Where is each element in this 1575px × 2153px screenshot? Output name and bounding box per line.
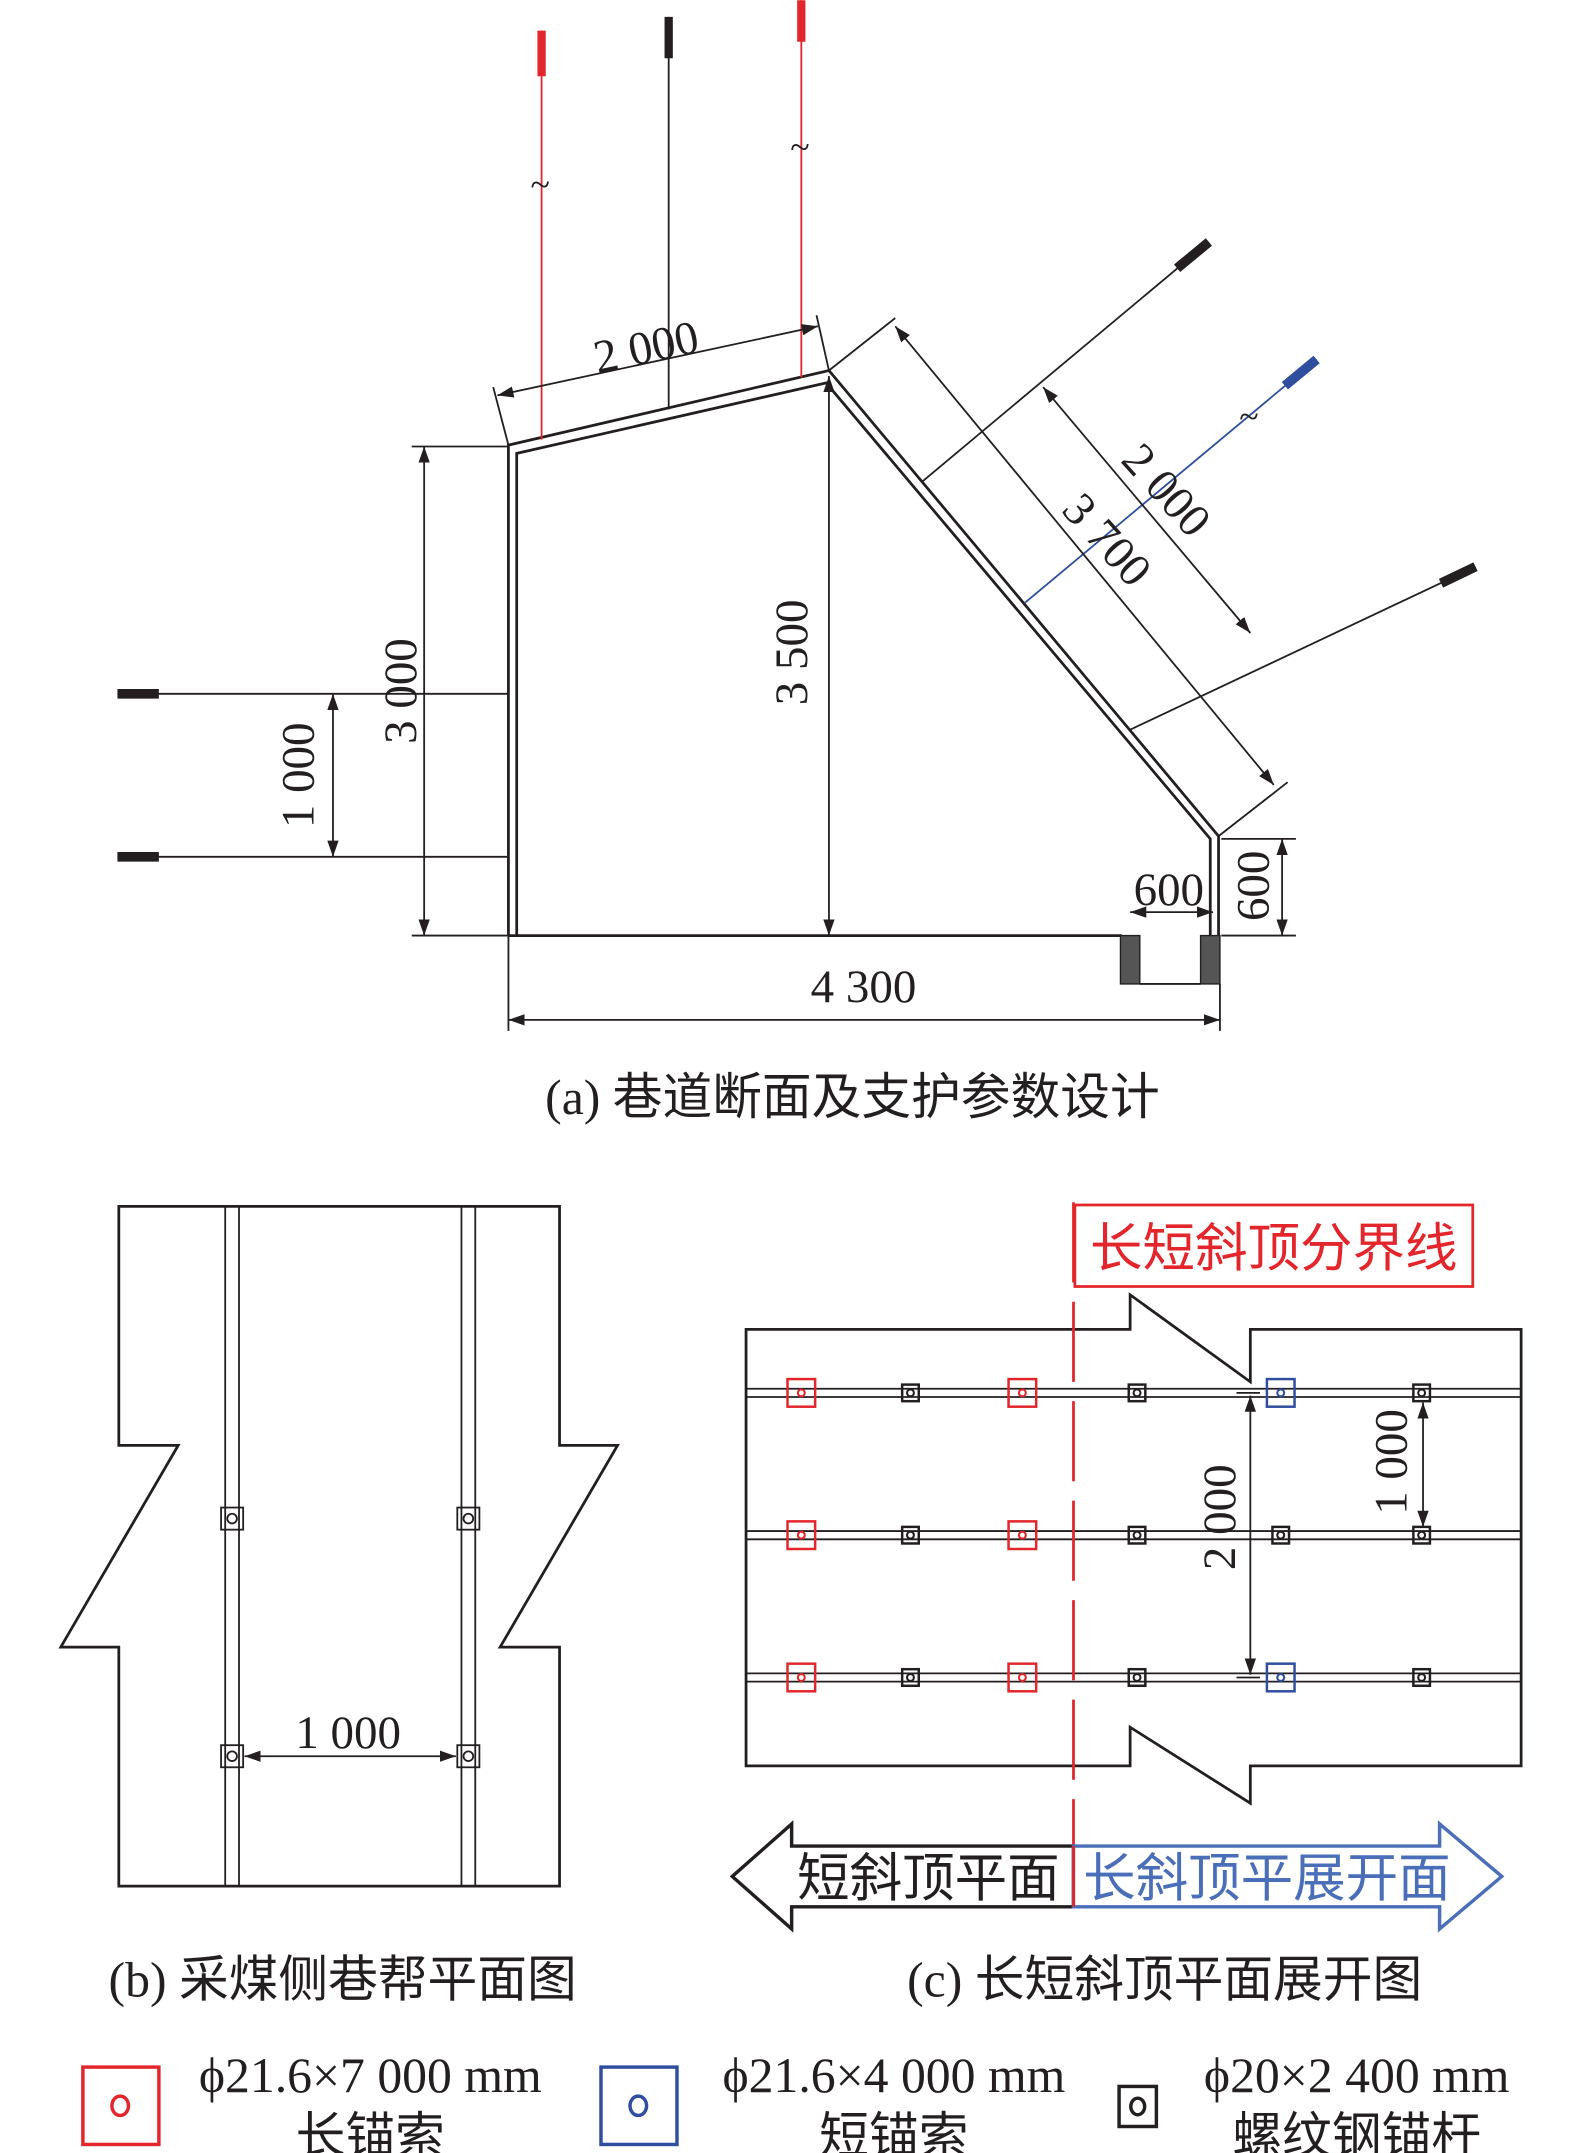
dim-row-spacing-long: 2 000 xyxy=(1194,1391,1260,1679)
caption-b: (b) 采煤侧巷帮平面图 xyxy=(109,1953,577,2008)
bolt-markers xyxy=(220,1506,481,1769)
svg-text:螺纹钢锚杆: 螺纹钢锚杆 xyxy=(1232,2109,1481,2153)
svg-text:2 000: 2 000 xyxy=(589,311,703,384)
coal-side-wall-plan: 1 000 (b) 采煤侧巷帮平面图 xyxy=(58,1204,620,2008)
dim-bottom-offset: 600 600 xyxy=(1130,837,1296,937)
wall-outline xyxy=(58,1204,620,1888)
rebar-bolt-icon xyxy=(1127,1667,1147,1688)
svg-text:2 000: 2 000 xyxy=(1194,1464,1246,1570)
rebar-bolt-icon xyxy=(1127,1525,1147,1545)
short-anchor-cable-icon xyxy=(1265,1662,1296,1693)
dim-slope: 2 000 3 700 xyxy=(828,317,1289,837)
long-anchor-cable-icon xyxy=(786,1377,817,1408)
right-arrow-icon xyxy=(1071,1820,1505,1933)
svg-text:长锚索: 长锚索 xyxy=(296,2109,445,2153)
svg-text:1 000: 1 000 xyxy=(1365,1409,1417,1515)
roadway-cross-section: ~ ~ ~ xyxy=(117,0,1478,1125)
svg-text:3 500: 3 500 xyxy=(766,600,818,706)
steel-strap-rails xyxy=(224,1206,477,1887)
svg-text:1 000: 1 000 xyxy=(273,722,325,828)
long-anchor-cable-icon xyxy=(1007,1377,1038,1408)
boundary-label: 长短斜顶分界线 xyxy=(1090,1220,1458,1278)
dim-row-spacing-bolt: 1 000 xyxy=(1365,1402,1429,1527)
short-slope-label: 短斜顶平面 xyxy=(797,1850,1060,1908)
roof-outline xyxy=(744,1292,1523,1806)
svg-text:ϕ21.6×4 000 mm: ϕ21.6×4 000 mm xyxy=(722,2048,1065,2103)
rebar-bolt-icon xyxy=(900,1667,920,1688)
rebar-bolt-icon xyxy=(1271,1525,1291,1545)
svg-text:4 300: 4 300 xyxy=(811,961,917,1013)
rebar-bolt-icon xyxy=(1127,1383,1147,1403)
short-anchor-cable-icon xyxy=(1265,1377,1296,1408)
section-inner-wall xyxy=(515,381,1212,936)
caption-c: (c) 长短斜顶平面展开图 xyxy=(907,1953,1422,2008)
long-anchor-cable-icon xyxy=(81,2065,161,2147)
floor-pad-left xyxy=(1119,934,1141,985)
dim-floor-width: 4 300 xyxy=(507,935,1221,1031)
slope-bolt-upper xyxy=(922,238,1212,482)
anchor-markers xyxy=(786,1377,1432,1693)
legend-item-rebar-bolt: ϕ20×2 400 mm 螺纹钢锚杆 xyxy=(1117,2048,1510,2153)
short-anchor-cable-icon xyxy=(599,2065,679,2147)
rebar-bolt-icon xyxy=(220,1744,245,1769)
rebar-bolt-icon xyxy=(1412,1667,1432,1688)
svg-text:ϕ21.6×7 000 mm: ϕ21.6×7 000 mm xyxy=(199,2048,542,2103)
break-mark-icon: ~ xyxy=(531,164,550,204)
long-anchor-cable-icon xyxy=(786,1662,817,1693)
boundary-label-box xyxy=(1073,1203,1475,1288)
svg-text:短锚索: 短锚索 xyxy=(819,2109,968,2153)
rebar-bolt-icon xyxy=(220,1506,245,1531)
break-mark-icon: ~ xyxy=(790,127,809,167)
svg-text:600: 600 xyxy=(1134,864,1204,916)
long-anchor-cable-icon xyxy=(1007,1662,1038,1693)
steel-strap-rows xyxy=(746,1387,1522,1683)
legend-item-short-cable: ϕ21.6×4 000 mm 短锚索 xyxy=(599,2048,1065,2153)
section-outer-wall xyxy=(507,368,1220,936)
roof-long-cable-left: ~ xyxy=(531,30,550,440)
legend: ϕ21.6×7 000 mm 长锚索 ϕ21.6×4 000 mm 短锚索 ϕ2… xyxy=(81,2048,1510,2153)
svg-text:ϕ20×2 400 mm: ϕ20×2 400 mm xyxy=(1204,2048,1510,2103)
rebar-bolt-icon xyxy=(1412,1525,1432,1545)
break-mark-icon: ~ xyxy=(1239,397,1258,437)
roof-long-cable-right: ~ xyxy=(790,0,810,378)
roof-unfolded-plan: 长短斜顶分界线 2 000 1 000 短斜顶平面 长斜顶平展开面 (c) 长短… xyxy=(729,1202,1523,2008)
rebar-bolt-icon xyxy=(1117,2084,1159,2129)
long-slope-label: 长斜顶平展开面 xyxy=(1083,1850,1451,1908)
rebar-bolt-icon xyxy=(456,1506,481,1531)
floor-pad-right xyxy=(1199,934,1221,985)
dim-spacing: 1 000 xyxy=(295,1707,401,1759)
rebar-bolt-icon xyxy=(1412,1383,1432,1403)
caption-a: (a) 巷道断面及支护参数设计 xyxy=(545,1070,1160,1125)
svg-text:600: 600 xyxy=(1227,851,1279,921)
rebar-bolt-icon xyxy=(456,1744,481,1769)
dim-roof-width: 2 000 xyxy=(492,311,830,446)
dim-left-height: 3 000 xyxy=(375,445,509,937)
slope-bolt-lower xyxy=(1129,562,1478,731)
dim-center-height: 3 500 xyxy=(766,376,835,936)
dim-wall-bolt-spacing: 1 000 xyxy=(273,693,339,857)
svg-text:3 000: 3 000 xyxy=(375,638,427,744)
long-anchor-cable-icon xyxy=(1007,1520,1038,1551)
legend-item-long-cable: ϕ21.6×7 000 mm 长锚索 xyxy=(81,2048,542,2153)
long-anchor-cable-icon xyxy=(786,1520,817,1551)
rebar-bolt-icon xyxy=(900,1383,920,1403)
rebar-bolt-icon xyxy=(900,1525,920,1545)
